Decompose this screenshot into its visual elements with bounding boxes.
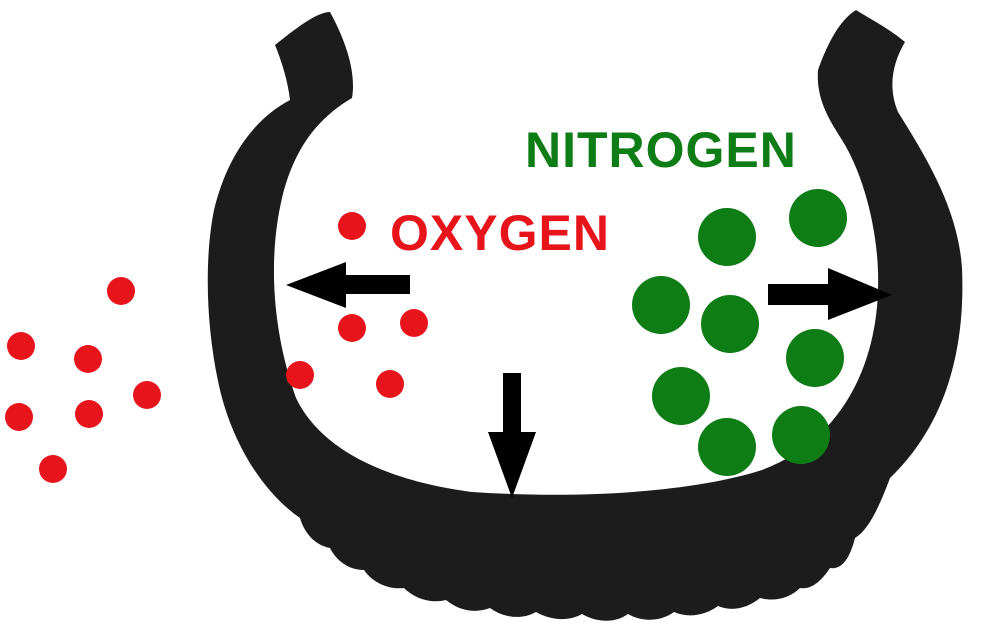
nitrogen-molecule <box>789 189 847 247</box>
oxygen-molecules <box>5 212 428 483</box>
nitrogen-molecule <box>786 329 844 387</box>
arrow-right-icon <box>768 268 892 320</box>
nitrogen-molecule <box>772 406 830 464</box>
oxygen-molecule <box>5 403 33 431</box>
arrow-left-icon <box>286 262 410 308</box>
nitrogen-label: NITROGEN <box>525 122 797 178</box>
oxygen-molecule <box>376 370 404 398</box>
nitrogen-molecule <box>632 276 690 334</box>
oxygen-molecule <box>39 455 67 483</box>
nitrogen-molecule <box>698 208 756 266</box>
oxygen-molecule <box>338 212 366 240</box>
arrow-down-icon <box>488 373 536 498</box>
nitrogen-molecule <box>698 418 756 476</box>
tire-body <box>207 10 963 621</box>
nitrogen-molecule <box>701 295 759 353</box>
tire-cross-section <box>207 10 963 621</box>
oxygen-molecule <box>133 381 161 409</box>
nitrogen-molecules <box>632 189 847 476</box>
oxygen-molecule <box>74 345 102 373</box>
oxygen-molecule <box>286 361 314 389</box>
oxygen-molecule <box>338 314 366 342</box>
oxygen-molecule <box>7 332 35 360</box>
oxygen-molecule <box>400 309 428 337</box>
nitrogen-molecule <box>652 367 710 425</box>
arrows <box>286 262 892 498</box>
oxygen-label: OXYGEN <box>390 205 610 261</box>
oxygen-molecule <box>107 277 135 305</box>
oxygen-molecule <box>75 400 103 428</box>
